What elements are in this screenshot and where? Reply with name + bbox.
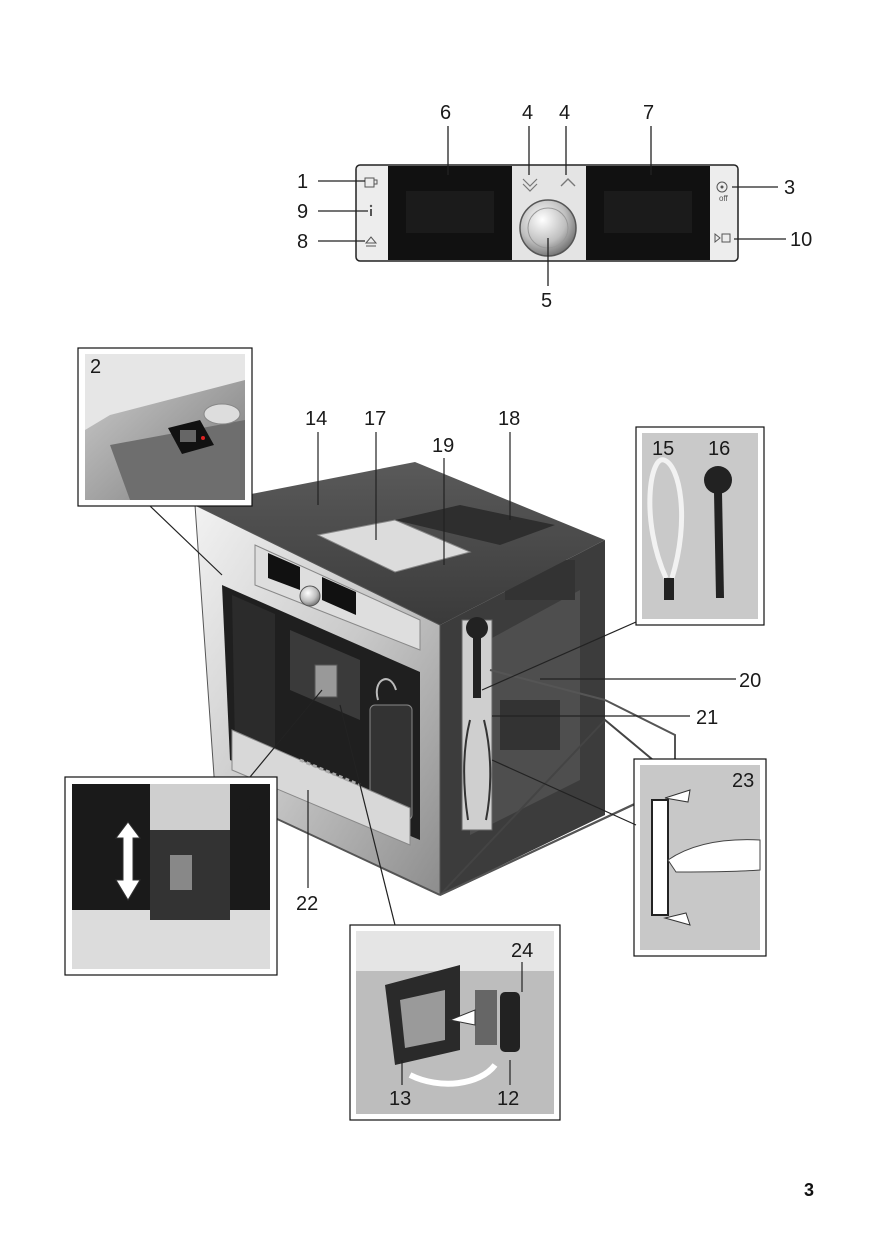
inset-power-switch: 2 [77,347,253,507]
panel-callouts: 6 4 4 7 1 9 8 3 10 5 [297,102,812,312]
callout-8: 8 [297,231,308,253]
callout-2: 2 [90,356,101,378]
power-icon[interactable]: off [716,181,729,203]
callout-4a: 4 [522,102,533,124]
callout-18: 18 [498,408,520,430]
svg-text:off: off [719,194,729,203]
chevron-down-icon[interactable] [522,178,538,192]
inset-side-panel: 23 [633,758,767,957]
callout-23: 23 [732,770,754,792]
callout-20: 20 [739,670,761,692]
inset-height-adjust: 11 [64,776,278,976]
control-panel: off [318,126,786,286]
main-callouts: 14 17 18 19 20 21 22 [296,408,761,915]
callout-1: 1 [297,171,308,193]
power-switch[interactable] [168,420,214,454]
callout-21: 21 [696,707,718,729]
callout-11: 11 [235,803,256,825]
coffee-machine [194,462,676,896]
callout-19: 19 [432,435,454,457]
callout-6: 6 [440,102,451,124]
hand [667,839,761,873]
callout-7: 7 [643,102,654,124]
chevron-up-icon[interactable] [560,178,576,187]
callout-3: 3 [784,177,795,199]
callout-10: 10 [790,229,812,251]
inset-accessories: 15 16 [635,426,765,626]
callout-17: 17 [364,408,386,430]
measuring-spoon [704,466,732,598]
callout-13: 13 [389,1088,411,1110]
page-number: 3 [803,1180,814,1200]
callout-5: 5 [541,290,552,312]
leader-lines [149,432,736,926]
up-down-arrow [115,821,141,901]
info-icon[interactable] [369,204,373,216]
callout-14: 14 [305,408,327,430]
start-stop-icon[interactable] [714,232,731,244]
callout-22: 22 [296,893,318,915]
callout-4b: 4 [559,102,570,124]
inset-brew-unit: 24 13 12 [349,924,561,1121]
callout-16: 16 [708,438,730,460]
cup-icon[interactable] [364,177,378,188]
callout-12: 12 [497,1088,519,1110]
callout-9: 9 [297,201,308,223]
eject-icon[interactable] [364,236,378,247]
milk-tube [647,457,685,580]
callout-24: 24 [511,940,533,962]
callout-15: 15 [652,438,674,460]
